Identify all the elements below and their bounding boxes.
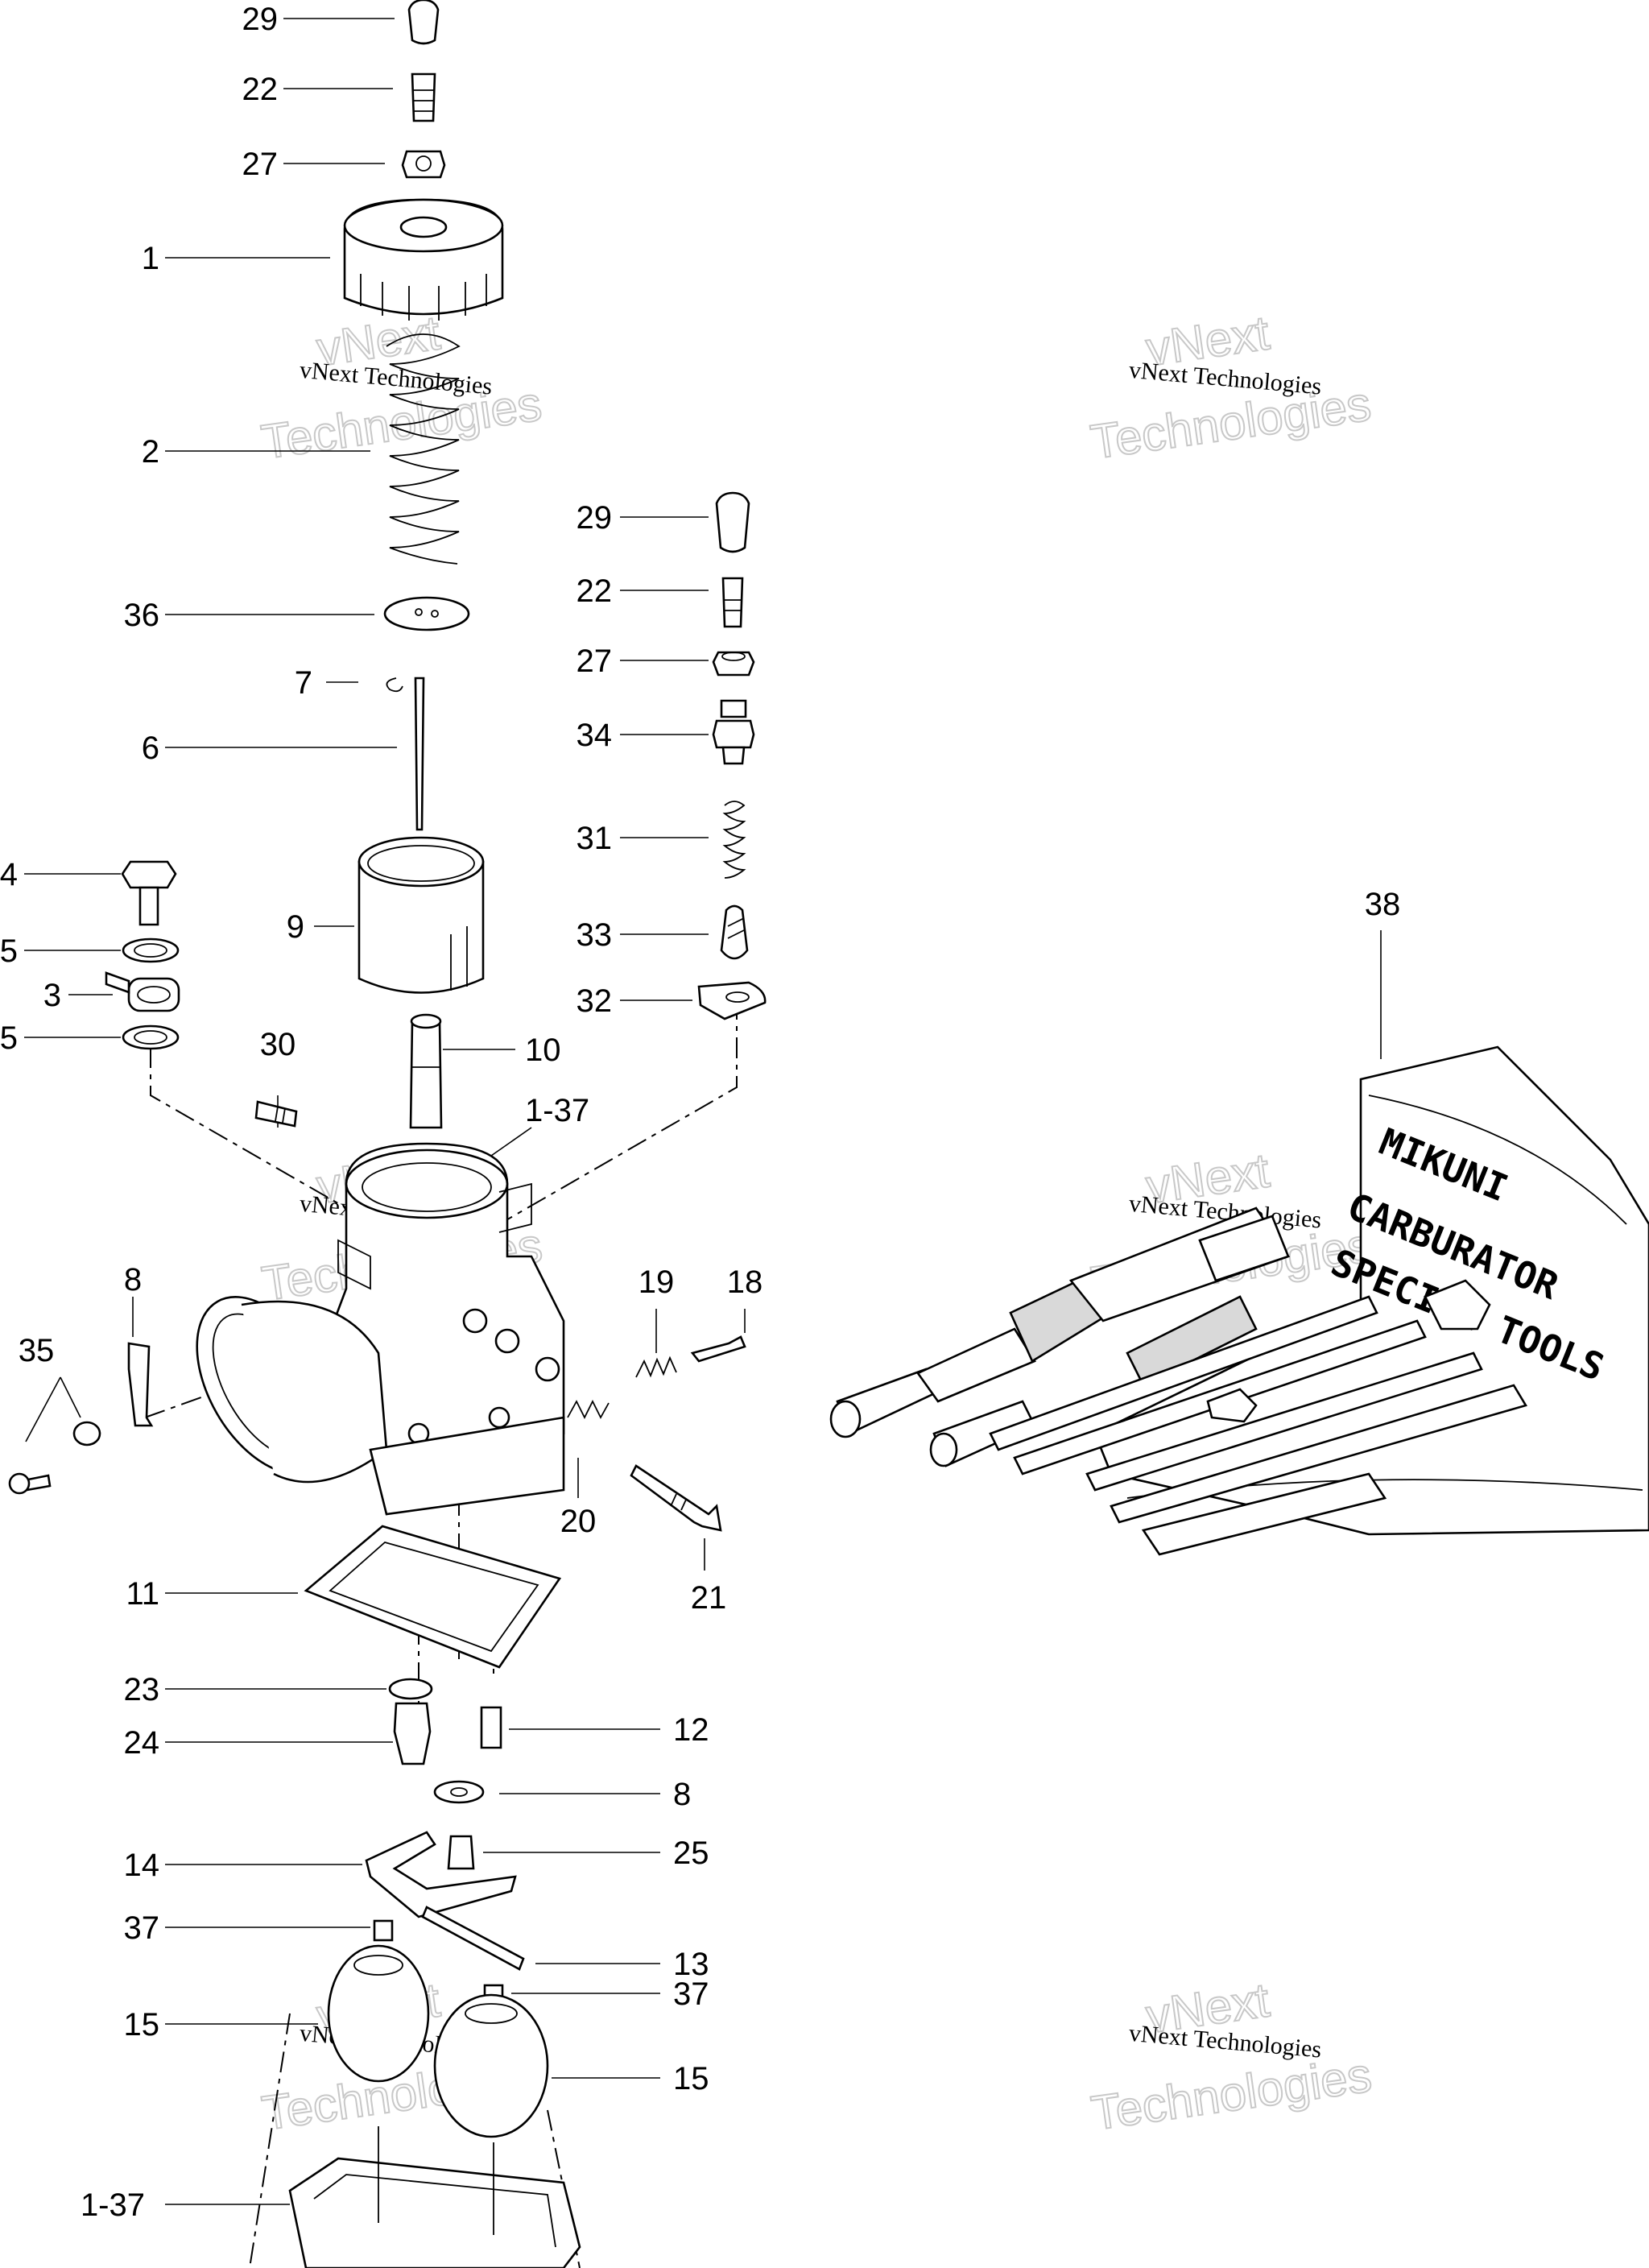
callout-14: 14 [124, 1848, 160, 1883]
part-14-float-arm [365, 1831, 517, 1918]
callout-25: 25 [673, 1836, 709, 1871]
callout-30: 30 [260, 1027, 296, 1062]
callout-24: 24 [124, 1725, 160, 1761]
watermark-bottom-right: vNext Technologies vNext Technologies [1087, 1972, 1375, 2141]
part-27-nut-right [712, 651, 755, 677]
callout-29-top: 29 [242, 2, 279, 37]
watermark-top-right: vNext Technologies vNext Technologies [1086, 304, 1374, 470]
part-38-special-tool-kit: MIKUNI CARBURATOR SPECIAL TOOLS [829, 1045, 1649, 1556]
callout-27-top: 27 [242, 147, 279, 182]
watermark-word-technologies: Technologies [1088, 2047, 1374, 2140]
part-3-banjo-fitting [105, 971, 180, 1012]
part-30-screw [254, 1100, 298, 1128]
callout-labels: 29 22 27 1 2 36 7 6 4 5 3 5 9 30 10 1-37… [0, 2, 1400, 2223]
part-19-spring [635, 1355, 677, 1378]
callout-2: 2 [142, 434, 159, 470]
part-34-fitting [712, 699, 755, 765]
part-21-throttle-stop-screw [630, 1464, 722, 1532]
callout-33: 33 [577, 917, 613, 953]
part-29-cap-right [715, 491, 750, 553]
callout-22-top: 22 [242, 72, 279, 107]
callout-5-lower: 5 [0, 1020, 18, 1056]
callout-27-right: 27 [577, 644, 613, 679]
part-5-washer-lower [122, 1024, 180, 1050]
callout-6: 6 [142, 730, 159, 766]
callout-19: 19 [639, 1264, 675, 1300]
callout-3: 3 [43, 978, 61, 1013]
part-29-cap-top [407, 0, 440, 45]
callout-9: 9 [287, 909, 304, 945]
part-1-cap [343, 198, 504, 321]
leader-lines [24, 18, 1382, 2205]
part-23-o-ring [388, 1678, 433, 1700]
callout-20: 20 [560, 1504, 597, 1539]
part-35-screw-washer [8, 1421, 101, 1495]
part-32-plate [697, 981, 767, 1020]
part-37-plug-upper [373, 1919, 394, 1942]
part-15-float-right [433, 1993, 549, 2138]
callout-31: 31 [577, 821, 613, 856]
callout-37-upper: 37 [124, 1910, 160, 1946]
part-4-banjo-bolt [121, 860, 177, 926]
callout-34: 34 [577, 718, 613, 753]
part-9-throttle-slide [357, 836, 485, 994]
callout-4: 4 [0, 857, 18, 892]
callout-1-37-upper: 1-37 [525, 1093, 589, 1128]
part-31-spring-right [722, 801, 746, 879]
part-8-washer-lower [433, 1780, 485, 1804]
part-27-nut-top [401, 150, 446, 179]
part-22-adjuster-right [721, 577, 744, 628]
callout-38: 38 [1365, 887, 1401, 922]
part-11-gasket [304, 1525, 562, 1669]
callout-23: 23 [124, 1672, 160, 1707]
part-15-float-left [327, 1944, 430, 2083]
callout-35: 35 [19, 1333, 55, 1368]
part-10-jet-holder [409, 1013, 443, 1129]
part-6-needle [414, 677, 425, 831]
part-36-spring-seat [383, 596, 470, 631]
callout-10: 10 [525, 1033, 561, 1068]
part-18-air-screw [690, 1335, 746, 1363]
callout-1-37-lower: 1-37 [81, 2187, 145, 2223]
callout-22-right: 22 [577, 573, 613, 609]
callout-7: 7 [295, 665, 312, 701]
callout-18: 18 [727, 1264, 763, 1300]
part-22-adjuster-top [411, 72, 436, 122]
part-24-main-jet-holder [393, 1702, 432, 1765]
part-7-clip [386, 677, 403, 693]
callout-29-right: 29 [577, 500, 613, 536]
callout-12: 12 [673, 1712, 709, 1748]
part-1-37-carburetor-body [196, 1142, 565, 1516]
part-1-37-float-bowl [288, 2126, 581, 2268]
callout-11: 11 [126, 1576, 159, 1612]
callout-8-upper: 8 [124, 1262, 142, 1297]
part-20-spring [567, 1399, 610, 1420]
callout-15-left: 15 [124, 2007, 160, 2042]
part-2-spring [386, 333, 461, 565]
callout-5-upper: 5 [0, 933, 18, 969]
callout-32: 32 [577, 983, 613, 1019]
callout-36: 36 [124, 598, 160, 633]
watermark-top-left: vNext Technologies vNext Technologies [257, 304, 545, 470]
part-25-jet [447, 1835, 475, 1870]
callout-8-lower: 8 [673, 1777, 691, 1812]
callout-13: 13 [673, 1947, 709, 1982]
part-13-pin [421, 1906, 525, 1971]
callout-1: 1 [142, 241, 159, 276]
callout-15-right: 15 [673, 2061, 709, 2096]
part-8-bracket [127, 1342, 154, 1427]
callout-21: 21 [691, 1580, 727, 1616]
part-12-pilot-jet [480, 1706, 502, 1749]
part-33-starter-plunger [720, 904, 749, 960]
callout-37-lower: 37 [673, 1976, 709, 2012]
part-5-washer-upper [122, 937, 180, 963]
